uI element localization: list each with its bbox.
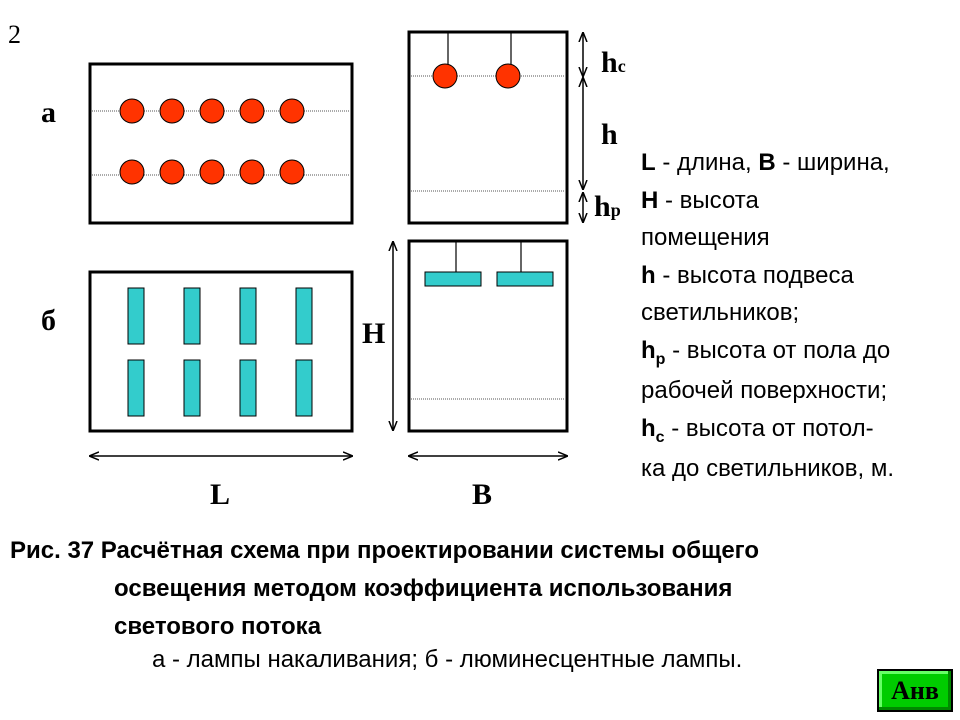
hc-label-main: h <box>601 46 618 79</box>
legend-subscript: с <box>655 428 665 446</box>
legend-symbol: h <box>641 414 656 442</box>
panel-label-a: а <box>41 96 56 129</box>
section-outline-b <box>407 239 569 433</box>
caption-line: Рис. 37 Расчётная схема при проектирован… <box>10 537 760 564</box>
legend-symbol: H <box>641 186 659 214</box>
caption-subtitle: а - лампы накаливания; б - люминесцентны… <box>152 646 743 673</box>
figure-caption: Рис. 37 Расчётная схема при проектирован… <box>10 532 940 646</box>
fluorescent-lamp-section <box>424 271 482 287</box>
incandescent-lamp <box>159 159 185 185</box>
h-label: h <box>601 118 618 151</box>
plan-view-a <box>88 62 354 225</box>
legend-symbol: h <box>641 336 656 364</box>
legend-line: hс - высота от потол- <box>641 410 956 451</box>
legend-text: - высота от пола до <box>665 336 891 364</box>
fluorescent-lamp <box>183 287 201 345</box>
legend-line: L - длина, B - ширина, <box>641 144 956 182</box>
legend-symbol: L <box>641 149 656 176</box>
hc-label-sub: c <box>617 56 626 76</box>
panel-label-b: б <box>41 304 56 337</box>
caption-line: освещения методом коэффициента использов… <box>114 575 733 602</box>
incandescent-lamp <box>159 98 185 124</box>
hp-label-sub: p <box>610 200 621 220</box>
L-label: L <box>210 478 231 511</box>
incandescent-lamps <box>119 98 305 185</box>
legend-line: помещения <box>641 224 770 251</box>
fluorescent-lamps <box>127 287 313 417</box>
legend-line: светильников; <box>641 299 800 326</box>
incandescent-lamp-section <box>432 63 458 89</box>
section-view-b <box>407 239 569 433</box>
fluorescent-lamp <box>239 359 257 417</box>
legend-text: - ширина, <box>775 149 890 176</box>
incandescent-lamp-section <box>495 63 521 89</box>
fluorescent-lamp <box>127 359 145 417</box>
legend-subscript: р <box>655 350 666 368</box>
fluorescent-lamp <box>295 359 313 417</box>
incandescent-lamp <box>239 159 265 185</box>
caption-line: светового потока <box>114 613 322 640</box>
fluorescent-lamp <box>127 287 145 345</box>
incandescent-lamp <box>279 159 305 185</box>
legend-text: - высота подвеса <box>655 261 854 289</box>
fluorescent-lamp-section <box>496 271 554 287</box>
incandescent-lamp <box>199 98 225 124</box>
legend-line: H - высота <box>641 182 956 220</box>
hp-label-main: h <box>594 190 611 223</box>
legend-symbol: h <box>641 261 656 289</box>
H-label: H <box>362 317 386 350</box>
legend-line: hр - высота от пола до <box>641 332 956 373</box>
legend-text: - высота от потол- <box>664 414 874 442</box>
slide-number: 2 <box>8 20 21 49</box>
legend-line: ка до светильников, м. <box>641 455 895 482</box>
incandescent-lamp <box>279 98 305 124</box>
section-view-a <box>407 30 569 225</box>
hc-label: hc <box>601 46 626 80</box>
section-outline-a <box>407 30 569 225</box>
nav-button-anv[interactable]: Анв <box>877 669 953 712</box>
B-label: B <box>472 478 493 511</box>
legend-line: h - высота подвеса <box>641 257 956 295</box>
legend-symbol: B <box>758 149 776 176</box>
plan-view-b <box>88 270 354 433</box>
incandescent-lamp <box>119 159 145 185</box>
fluorescent-lamp <box>183 359 201 417</box>
incandescent-lamp <box>199 159 225 185</box>
room-outline-b <box>88 270 354 433</box>
legend: L - длина, B - ширина, H - высота помеще… <box>641 144 956 488</box>
legend-text: - длина, <box>655 149 759 176</box>
hp-label: hp <box>594 190 621 224</box>
legend-line: рабочей поверхности; <box>641 377 888 404</box>
room-outline-a <box>88 62 354 225</box>
legend-text: - высота <box>658 186 759 214</box>
incandescent-lamp <box>119 98 145 124</box>
fluorescent-lamp <box>239 287 257 345</box>
incandescent-lamp <box>239 98 265 124</box>
fluorescent-lamp <box>295 287 313 345</box>
